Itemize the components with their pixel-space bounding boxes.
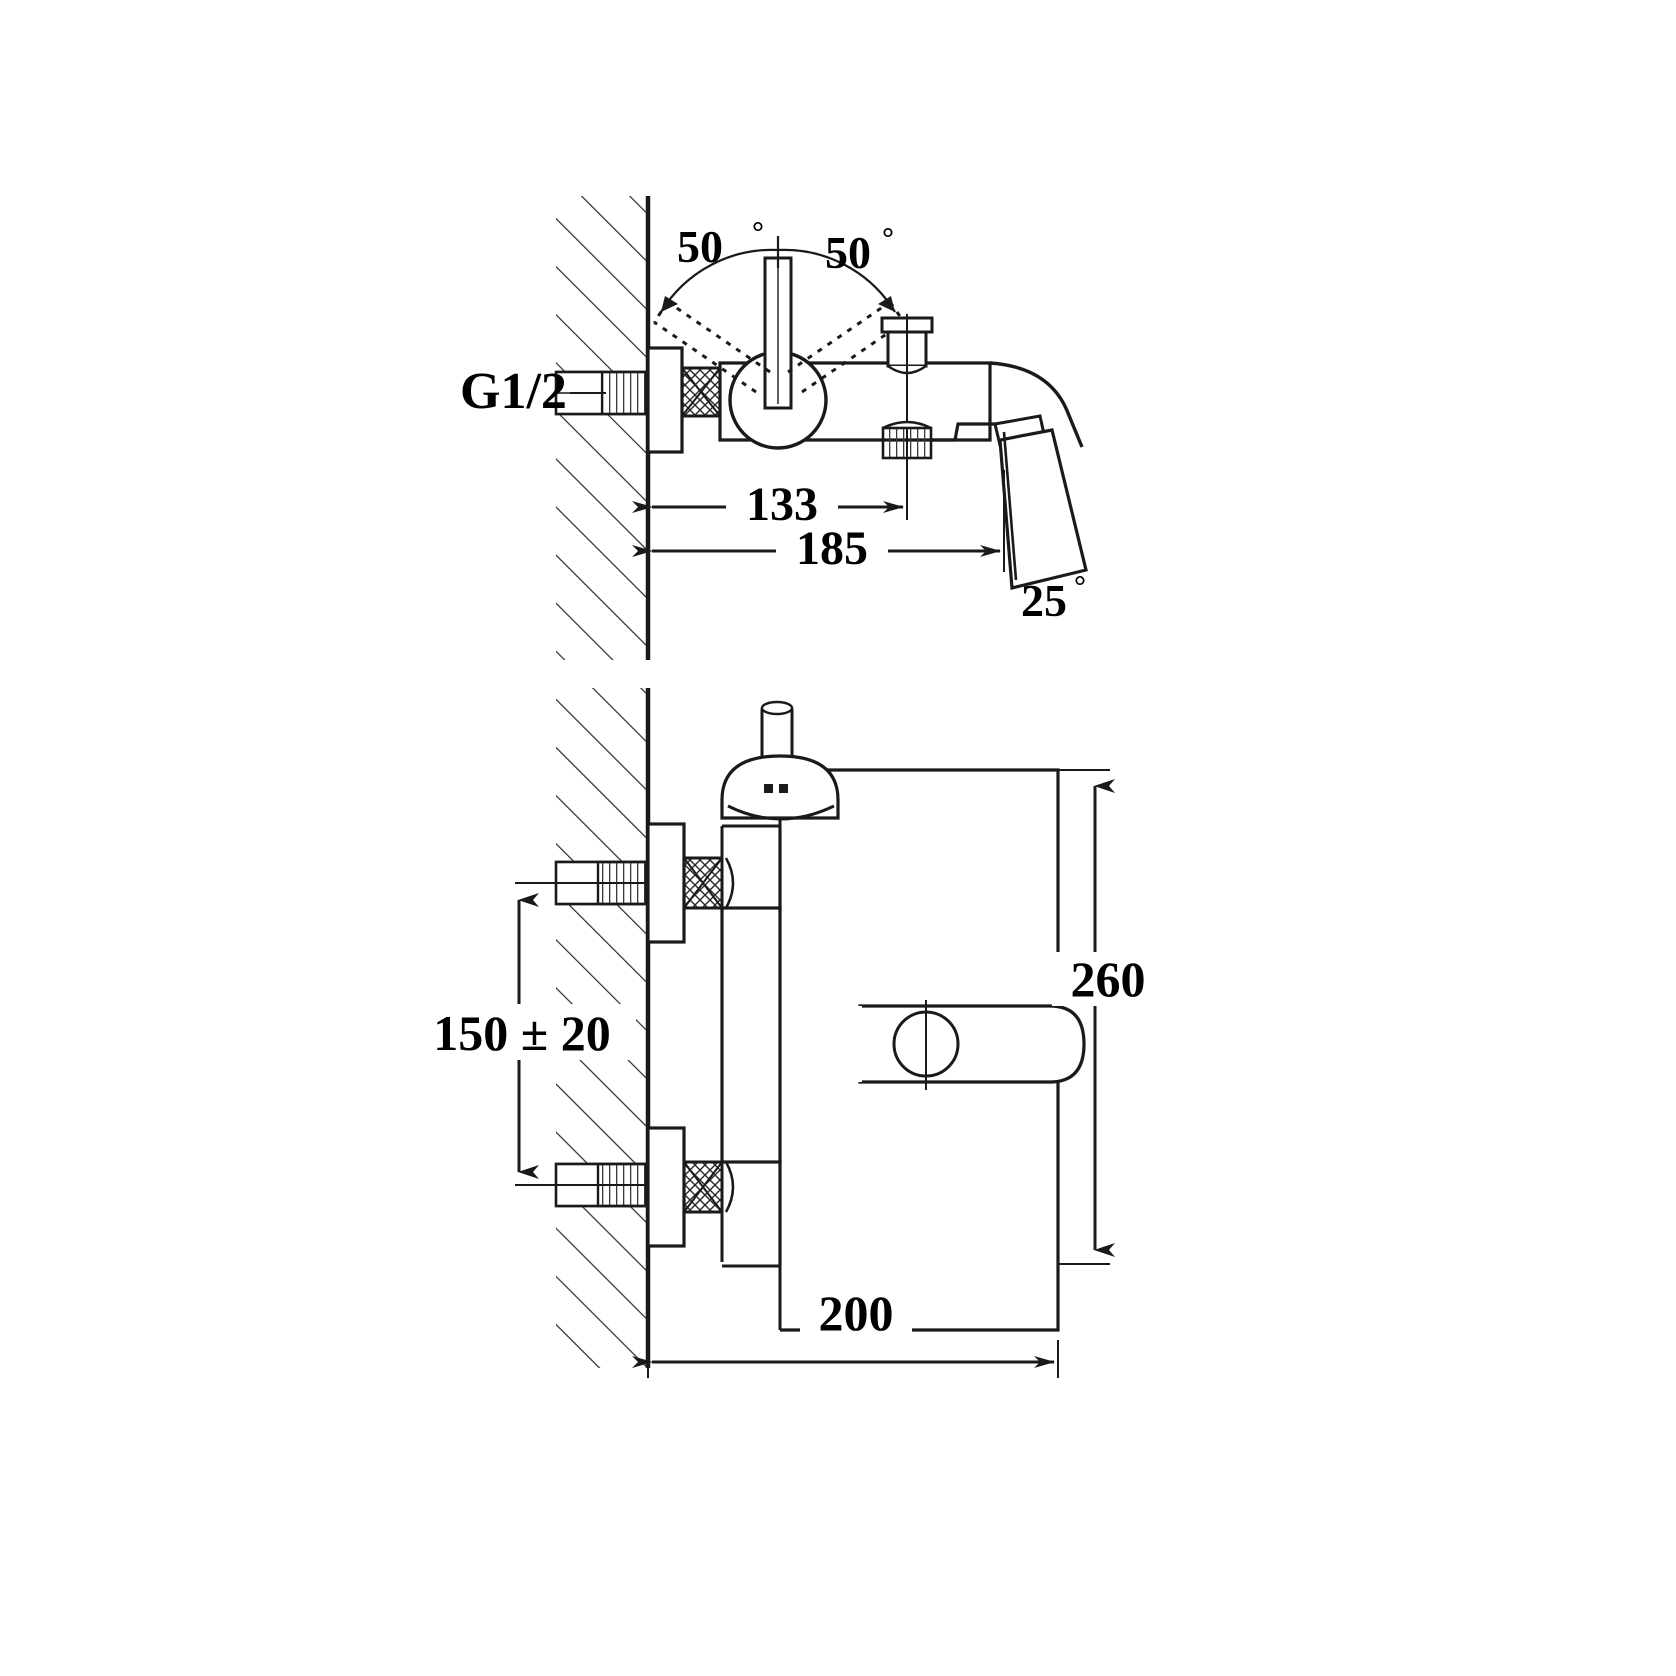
wall-section-top-view [556, 196, 651, 660]
dimension-150-label: 150 ± 20 [433, 1005, 610, 1061]
angle-left-degree-symbol: ° [752, 216, 764, 249]
wall-flange-top-view [646, 346, 684, 454]
angle-spout-label: 25 [1021, 575, 1067, 626]
dimension-260-label: 260 [1071, 951, 1146, 1007]
lever-handle-neutral [763, 256, 793, 410]
angle-arc-right [777, 248, 896, 313]
spout-top-view [931, 361, 1088, 590]
dimension-185-label: 185 [796, 522, 868, 575]
union-nut-top-view [680, 366, 722, 418]
front-view-group: 150 ± 20 260 200 [408, 688, 1164, 1378]
upper-wall-flange [646, 822, 686, 944]
dimension-200-label: 200 [819, 1285, 894, 1341]
angle-spout-degree-symbol: ° [1074, 570, 1086, 603]
dimension-150-tolerance: 150 ± 20 [408, 882, 648, 1186]
dimension-133: 133 [632, 462, 908, 531]
thread-spec-label: G1/2 [460, 363, 567, 420]
handshower-outlet-top-view [881, 420, 933, 460]
angle-left-label: 50 [677, 221, 723, 272]
angle-right-label: 50 [825, 227, 871, 278]
angle-right-degree-symbol: ° [882, 222, 894, 255]
lower-union-nut [682, 1160, 735, 1214]
dimension-185: 185 [632, 462, 1005, 575]
dimension-200: 200 [632, 1285, 1059, 1378]
spout-front-view [858, 1000, 1086, 1090]
dimension-260: 260 [1052, 769, 1164, 1265]
diverter-knob-top-view [880, 314, 934, 462]
angle-arc-left [660, 248, 779, 313]
upper-union-nut [682, 856, 735, 910]
top-view-group: 50 ° 50 ° [460, 196, 1088, 660]
dimension-133-label: 133 [746, 478, 818, 531]
lower-wall-flange [646, 1126, 686, 1248]
lever-handle-front-view [720, 700, 840, 821]
